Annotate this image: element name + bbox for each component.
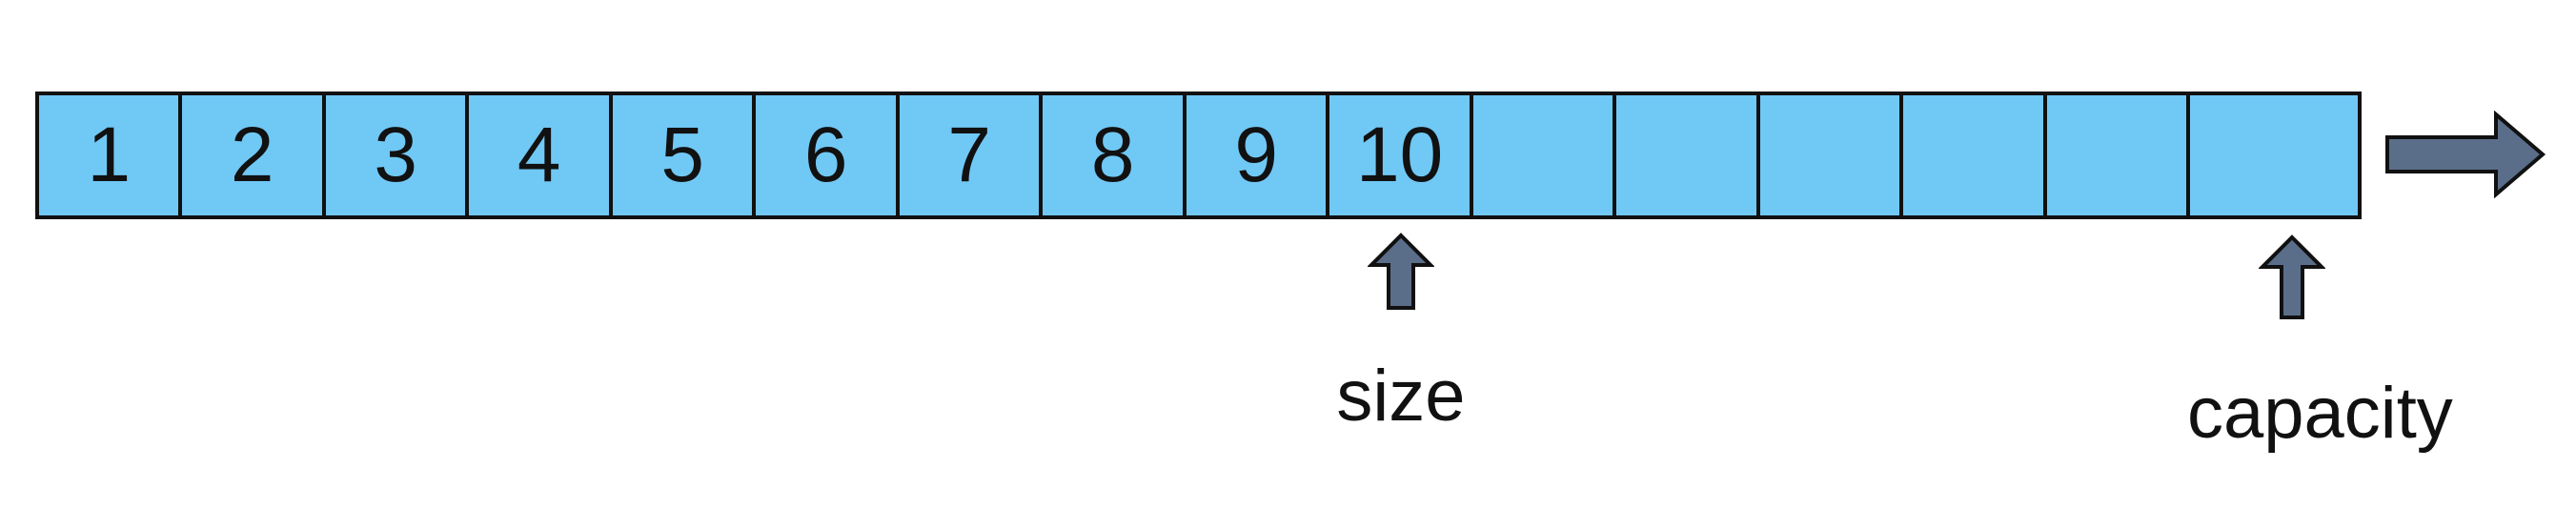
array-cell-empty <box>1616 95 1760 215</box>
array-cell: 4 <box>469 95 613 215</box>
array-cell: 1 <box>39 95 183 215</box>
array-cell: 5 <box>613 95 757 215</box>
up-arrow-icon <box>1368 233 1434 310</box>
array-diagram: 1 2 3 4 5 6 7 8 9 10 <box>35 92 2362 219</box>
array-cell: 7 <box>900 95 1044 215</box>
array-cell-empty <box>1760 95 1904 215</box>
array-cell: 10 <box>1329 95 1473 215</box>
array-cell: 2 <box>182 95 326 215</box>
array-cell: 6 <box>756 95 900 215</box>
capacity-marker: capacity <box>2187 234 2453 454</box>
size-marker: size <box>1296 233 1506 433</box>
array-cell: 3 <box>326 95 470 215</box>
size-label: size <box>1336 356 1466 437</box>
up-arrow-icon <box>2259 234 2325 319</box>
right-arrow-icon <box>2385 111 2546 198</box>
array-cell-empty <box>1903 95 2047 215</box>
array-cell-empty <box>2047 95 2191 215</box>
array-cell: 8 <box>1043 95 1187 215</box>
array-cell-empty <box>2190 95 2358 215</box>
array-cell-empty <box>1473 95 1617 215</box>
array-cell: 9 <box>1187 95 1330 215</box>
capacity-label: capacity <box>2187 373 2453 454</box>
